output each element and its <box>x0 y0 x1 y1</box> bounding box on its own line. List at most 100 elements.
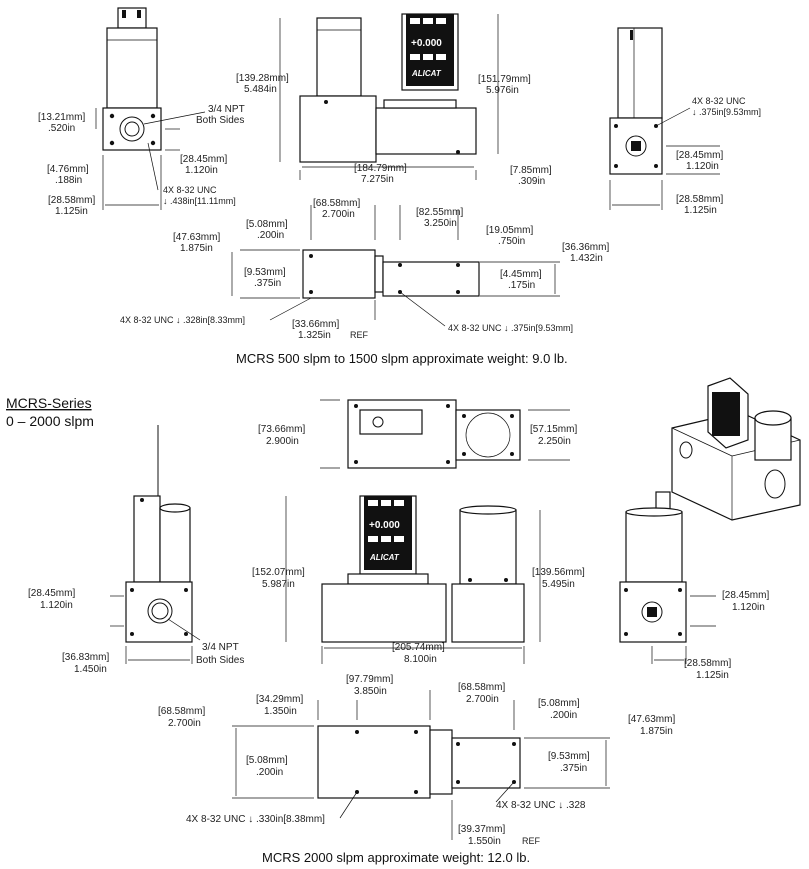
dim-label: 3.850in <box>354 686 387 697</box>
large-right-dims: [28.45mm] 1.120in [28.58mm] 1.125in <box>684 590 769 681</box>
dim-label: [152.07mm] <box>252 567 305 578</box>
ref-label: REF <box>522 836 541 846</box>
display-reading: +0.000 <box>411 38 442 49</box>
dim-label: [19.05mm] <box>486 225 533 236</box>
ref-label: REF <box>350 330 369 340</box>
small-front-dims: [13.21mm] .520in [4.76mm] .188in [28.58m… <box>38 104 245 217</box>
thread-label: ↓ .438in[11.11mm] <box>163 196 236 206</box>
dim-label: .175in <box>508 280 535 291</box>
thread-label: 4X 8-32 UNC ↓ .375in[9.53mm] <box>448 323 573 333</box>
dim-label: 1.875in <box>180 243 213 254</box>
display-reading: +0.000 <box>369 520 400 531</box>
large-top-view <box>320 399 570 469</box>
dim-label: [205.74mm] <box>392 642 445 653</box>
dim-label: 2.700in <box>466 694 499 705</box>
dim-label: .750in <box>498 236 525 247</box>
dim-label: [151.79mm] <box>478 74 531 85</box>
dim-label: [39.37mm] <box>458 824 505 835</box>
dim-label: 1.125in <box>696 670 729 681</box>
dim-label: .200in <box>257 230 284 241</box>
dim-label: 5.495in <box>542 579 575 590</box>
npt-label: 3/4 NPT <box>208 104 245 115</box>
large-bottom-view <box>232 690 610 840</box>
dim-label: 2.900in <box>266 436 299 447</box>
dim-label: [28.45mm] <box>28 588 75 599</box>
dim-label: .188in <box>55 175 82 186</box>
dim-label: [7.85mm] <box>510 165 552 176</box>
large-side-dims: [152.07mm] 5.987in [139.56mm] 5.495in [2… <box>252 567 585 665</box>
dim-label: [5.08mm] <box>538 698 580 709</box>
dim-label: 1.432in <box>570 253 603 264</box>
npt-label: Both Sides <box>196 115 244 126</box>
brand-logo: ALICAT <box>411 69 442 78</box>
dim-label: [28.45mm] <box>180 154 227 165</box>
dim-label: [28.45mm] <box>676 150 723 161</box>
dim-label: [9.53mm] <box>548 751 590 762</box>
dim-label: [184.79mm] <box>354 163 407 174</box>
npt-label: Both Sides <box>196 655 244 666</box>
large-bottom-dims: [97.79mm] 3.850in [34.29mm] 1.350in [68.… <box>158 674 675 847</box>
caption-large-unit: MCRS 2000 slpm approximate weight: 12.0 … <box>262 850 530 865</box>
thread-label: 4X 8-32 UNC ↓ .328 <box>496 800 586 811</box>
dim-label: .520in <box>48 123 75 134</box>
large-top-dims: [73.66mm] 2.900in [57.15mm] 2.250in <box>258 424 577 447</box>
caption-small-unit: MCRS 500 slpm to 1500 slpm approximate w… <box>236 351 568 366</box>
dim-label: 3.250in <box>424 218 457 229</box>
dim-label: 1.120in <box>732 602 765 613</box>
series-title: MCRS-Series <box>6 395 92 411</box>
dim-label: [139.28mm] <box>236 73 289 84</box>
dim-label: 1.550in <box>468 836 501 847</box>
dim-label: 7.275in <box>361 174 394 185</box>
dim-label: 5.976in <box>486 85 519 96</box>
dim-label: [4.45mm] <box>500 269 542 280</box>
isometric-view <box>671 377 801 521</box>
dim-label: 2.700in <box>168 718 201 729</box>
small-right-view <box>609 27 720 210</box>
dim-label: [97.79mm] <box>346 674 393 685</box>
dim-label: [28.58mm] <box>684 658 731 669</box>
thread-label: 4X 8-32 UNC ↓ .328in[8.33mm] <box>120 315 245 325</box>
dim-label: [47.63mm] <box>173 232 220 243</box>
dim-label: 1.120in <box>185 165 218 176</box>
dim-label: [73.66mm] <box>258 424 305 435</box>
dim-label: 5.484in <box>244 84 277 95</box>
dim-label: .375in <box>560 763 587 774</box>
dim-label: .309in <box>518 176 545 187</box>
dim-label: [5.08mm] <box>246 219 288 230</box>
dim-label: [47.63mm] <box>628 714 675 725</box>
dim-label: [57.15mm] <box>530 424 577 435</box>
dim-label: [36.83mm] <box>62 652 109 663</box>
dim-label: [9.53mm] <box>244 267 286 278</box>
dim-label: 1.120in <box>40 600 73 611</box>
dim-label: [5.08mm] <box>246 755 288 766</box>
dim-label: 5.987in <box>262 579 295 590</box>
dim-label: 1.875in <box>640 726 673 737</box>
dim-label: .200in <box>256 767 283 778</box>
dim-label: [28.45mm] <box>722 590 769 601</box>
dim-label: [68.58mm] <box>458 682 505 693</box>
small-bottom-dims: [5.08mm] .200in [68.58mm] 2.700in [82.55… <box>120 198 609 341</box>
dim-label: [36.36mm] <box>562 242 609 253</box>
large-right-view <box>619 491 716 664</box>
dim-label: [13.21mm] <box>38 112 85 123</box>
dim-label: 1.120in <box>686 161 719 172</box>
small-right-dims: 4X 8-32 UNC ↓ .375in[9.53mm] [28.45mm] 1… <box>676 96 761 216</box>
dim-label: [33.66mm] <box>292 319 339 330</box>
large-front-dims: [28.45mm] 1.120in [36.83mm] 1.450in 3/4 … <box>28 588 244 675</box>
npt-label: 3/4 NPT <box>202 642 239 653</box>
dim-label: 1.325in <box>298 330 331 341</box>
large-side-view: +0.000 ALICAT <box>285 495 541 664</box>
dim-label: .375in <box>254 278 281 289</box>
thread-label: 4X 8-32 UNC <box>163 185 217 195</box>
dim-label: [82.55mm] <box>416 207 463 218</box>
dim-label: .200in <box>550 710 577 721</box>
dim-label: [68.58mm] <box>313 198 360 209</box>
small-side-view: +0.000 ALICAT <box>279 13 499 180</box>
dim-label: 2.250in <box>538 436 571 447</box>
series-range: 0 – 2000 slpm <box>6 413 94 429</box>
dim-label: [34.29mm] <box>256 694 303 705</box>
small-side-dims: [139.28mm] 5.484in [151.79mm] 5.976in [1… <box>236 73 552 187</box>
thread-label: 4X 8-32 UNC <box>692 96 746 106</box>
thread-label: ↓ .375in[9.53mm] <box>692 107 761 117</box>
dim-label: [68.58mm] <box>158 706 205 717</box>
